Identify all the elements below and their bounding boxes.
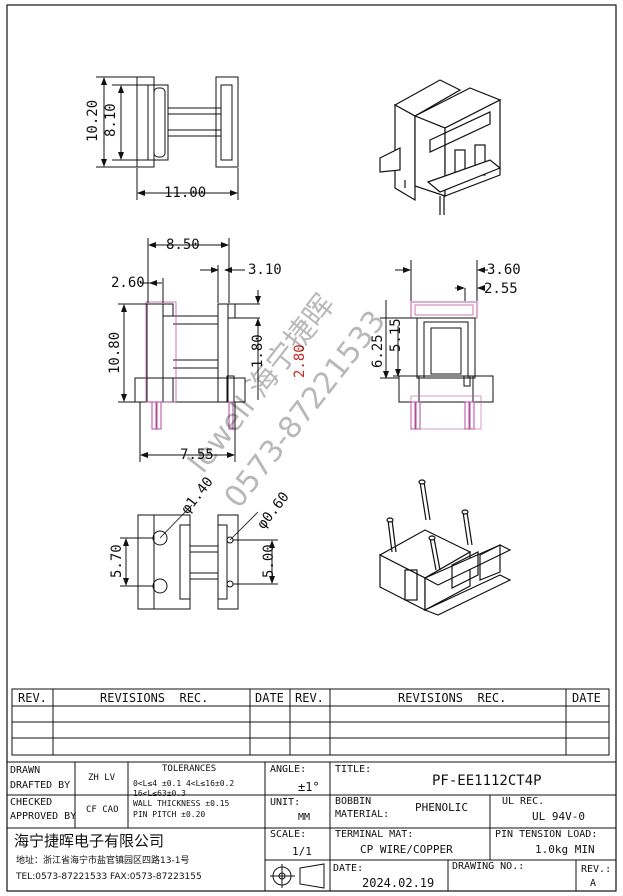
company-address: 地址：浙江省海宁市盐官镇园区四路13-1号 xyxy=(16,856,190,866)
scale-value: 1/1 xyxy=(292,845,312,858)
dim-front-height: 10.80 xyxy=(107,331,123,374)
terminal-label: TERMINAL MAT: xyxy=(335,829,414,840)
angle-value: ±1° xyxy=(298,780,320,794)
drafted-value: ZH LV xyxy=(88,773,116,783)
tolerance-line-4: PIN PITCH ±0.20 xyxy=(133,810,206,819)
unit-label: UNIT: xyxy=(270,797,301,808)
tolerance-line-2: 16<L≤63±0.3 xyxy=(133,789,186,798)
dim-bottom-pitch-right: 5.00 xyxy=(261,544,277,578)
date-value: 2024.02.19 xyxy=(362,876,435,890)
ulrec-value: UL 94V-0 xyxy=(532,810,585,823)
tolerance-line-1: 0<L≤4 ±0.1 4<L≤16±0.2 xyxy=(133,779,235,788)
scale-label: SCALE: xyxy=(270,829,307,840)
terminal-value: CP WIRE/COPPER xyxy=(360,843,453,856)
dim-top-height-inner: 8.10 xyxy=(103,103,119,137)
rev-value: A xyxy=(590,878,597,889)
dim-bottom-pitch-left: 5.70 xyxy=(109,544,125,578)
dim-side-top-b: 2.55 xyxy=(484,281,518,297)
checked-label: CHECKED xyxy=(10,797,53,808)
top-view xyxy=(96,76,239,200)
rev-header-rec-1: REVISIONS REC. xyxy=(100,691,209,705)
dim-front-right: 3.10 xyxy=(248,262,282,278)
dim-side-top-a: 3.60 xyxy=(487,262,521,278)
pin-tension-value: 1.0kg MIN xyxy=(535,843,595,856)
drawing-no-label: DRAWING NO.: xyxy=(452,861,525,872)
revisions-table xyxy=(11,688,610,756)
title-block xyxy=(6,761,617,892)
material-value: PHENOLIC xyxy=(415,801,468,814)
rev-label: REV.: xyxy=(581,864,612,875)
unit-value: MM xyxy=(298,812,311,823)
rev-header-date-2: DATE xyxy=(572,691,601,705)
isometric-view-top xyxy=(379,79,502,215)
rev-header-rev-2: REV. xyxy=(295,691,324,705)
tolerances-label: TOLERANCES xyxy=(162,764,217,774)
side-view xyxy=(380,260,494,430)
pin-tension-label: PIN TENSION LOAD: xyxy=(495,829,598,840)
title-label: TITLE: xyxy=(335,764,372,775)
company-tel: TEL:0573-87221533 FAX:0573-87223155 xyxy=(16,872,202,882)
company-name: 海宁捷晖电子有限公司 xyxy=(14,832,165,850)
drawn-label: DRAWN xyxy=(10,765,41,776)
rev-header-rec-2: REVISIONS REC. xyxy=(398,691,507,705)
rev-header-date-1: DATE xyxy=(255,691,284,705)
tolerance-line-3: WALL THICKNESS ±0.15 xyxy=(133,799,230,808)
bobbin-label: BOBBIN xyxy=(335,796,372,807)
rev-header-rev-1: REV. xyxy=(18,691,47,705)
dim-top-width: 11.00 xyxy=(164,185,207,201)
dim-front-width: 8.50 xyxy=(166,237,200,253)
bottom-view xyxy=(120,504,278,610)
title-value: PF-EE1112CT4P xyxy=(432,773,542,789)
front-view xyxy=(118,238,261,462)
dim-front-bottom: 7.55 xyxy=(180,447,214,463)
approved-value: CF CAO xyxy=(86,805,119,815)
dim-front-left: 2.60 xyxy=(111,275,145,291)
date-label: DATE: xyxy=(333,863,364,874)
isometric-view-bottom xyxy=(378,479,512,616)
material-label: MATERIAL: xyxy=(335,809,390,820)
angle-label: ANGLE: xyxy=(270,764,307,775)
dim-top-height-outer: 10.20 xyxy=(85,99,101,142)
drafted-label: DRAFTED BY xyxy=(10,780,71,791)
approved-label: APPROVED BY xyxy=(10,811,77,822)
ulrec-label: UL REC. xyxy=(502,796,545,807)
